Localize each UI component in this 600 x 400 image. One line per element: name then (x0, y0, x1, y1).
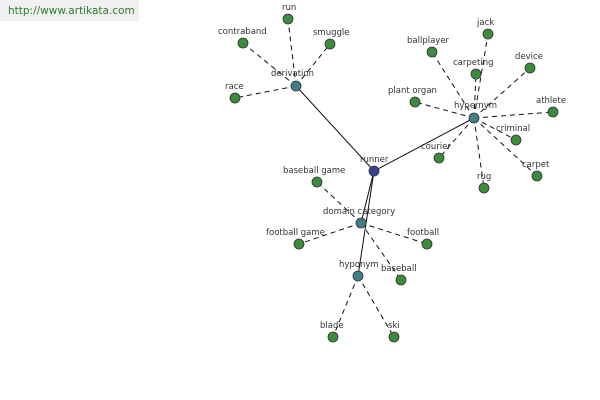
node-ski[interactable] (388, 331, 400, 343)
edge-runner-to-hypernym (373, 117, 475, 172)
node-criminal[interactable] (510, 134, 522, 146)
node-baseball-game[interactable] (311, 176, 323, 188)
edge-hypernym-to-carpeting (473, 73, 477, 119)
node-football-game[interactable] (293, 238, 305, 250)
node-ballplayer[interactable] (426, 46, 438, 58)
edge-domain-category-to-football-game (298, 222, 362, 245)
node-runner[interactable] (368, 165, 380, 177)
edge-hypernym-to-courier (438, 117, 475, 159)
label-jack: jack (476, 18, 494, 28)
label-carpet: carpet (522, 160, 550, 170)
node-blade[interactable] (327, 331, 339, 343)
label-runner: runner (360, 155, 389, 165)
node-smuggle[interactable] (324, 38, 336, 50)
label-race: race (225, 82, 244, 92)
label-smuggle: smuggle (313, 28, 349, 38)
node-athlete[interactable] (547, 106, 559, 118)
label-criminal: criminal (496, 124, 530, 134)
label-rug: rug (477, 172, 491, 182)
node-baseball[interactable] (395, 274, 407, 286)
node-domain-category[interactable] (355, 217, 367, 229)
label-hyponym: hyponym (339, 260, 379, 270)
label-plant-organ: plant organ (388, 86, 437, 96)
label-ski: ski (388, 321, 400, 331)
edge-hyponym-to-ski (357, 275, 395, 338)
edge-domain-category-to-football (360, 222, 428, 245)
edge-hypernym-to-plant-organ (414, 101, 475, 119)
node-rug[interactable] (478, 182, 490, 194)
label-derivation: derivation (271, 69, 314, 79)
watermark-bar: http://www.artikata.com (0, 0, 139, 21)
label-athlete: athlete (536, 96, 566, 106)
label-ballplayer: ballplayer (407, 36, 450, 46)
label-football-game: football game (266, 228, 325, 238)
edge-domain-category-to-baseball-game (316, 181, 362, 224)
node-contraband[interactable] (237, 37, 249, 49)
node-device[interactable] (524, 62, 536, 74)
edge-domain-category-to-baseball (360, 222, 402, 281)
graph-edges (234, 18, 554, 338)
node-race[interactable] (229, 92, 241, 104)
label-run: run (282, 3, 296, 13)
edge-runner-to-derivation (295, 85, 375, 172)
edge-derivation-to-run (287, 18, 297, 87)
label-football: football (407, 228, 439, 238)
label-contraband: contraband (218, 27, 267, 37)
edge-derivation-to-contraband (242, 42, 297, 87)
node-hypernym[interactable] (468, 112, 480, 124)
label-carpeting: carpeting (453, 58, 493, 68)
node-plant-organ[interactable] (409, 96, 421, 108)
label-device: device (515, 52, 543, 62)
edge-hypernym-to-athlete (473, 111, 554, 119)
label-courier: courier (421, 142, 451, 152)
edge-runner-to-domain-category (360, 170, 375, 224)
node-hyponym[interactable] (352, 270, 364, 282)
node-derivation[interactable] (290, 80, 302, 92)
node-football[interactable] (421, 238, 433, 250)
graph-labels: runner derivation hypernym domain category h… (218, 3, 566, 331)
label-hypernym: hypernym (454, 101, 497, 111)
node-jack[interactable] (482, 28, 494, 40)
edge-hypernym-to-criminal (473, 117, 517, 141)
node-carpet[interactable] (531, 170, 543, 182)
edge-hypernym-to-ballplayer (431, 51, 475, 119)
node-courier[interactable] (433, 152, 445, 164)
node-carpeting[interactable] (470, 68, 482, 80)
label-blade: blade (320, 321, 344, 331)
edge-derivation-to-smuggle (295, 43, 331, 87)
label-baseball-game: baseball game (283, 166, 345, 176)
edge-hypernym-to-rug (473, 117, 485, 189)
label-baseball: baseball (381, 264, 417, 274)
edge-hyponym-to-blade (332, 275, 359, 338)
graph-nodes (229, 13, 559, 343)
label-domain-category: domain category (323, 207, 395, 217)
watermark-link[interactable]: http://www.artikata.com (8, 5, 135, 17)
edge-hypernym-to-device (473, 67, 531, 119)
node-run[interactable] (282, 13, 294, 25)
edge-derivation-to-race (234, 85, 297, 99)
